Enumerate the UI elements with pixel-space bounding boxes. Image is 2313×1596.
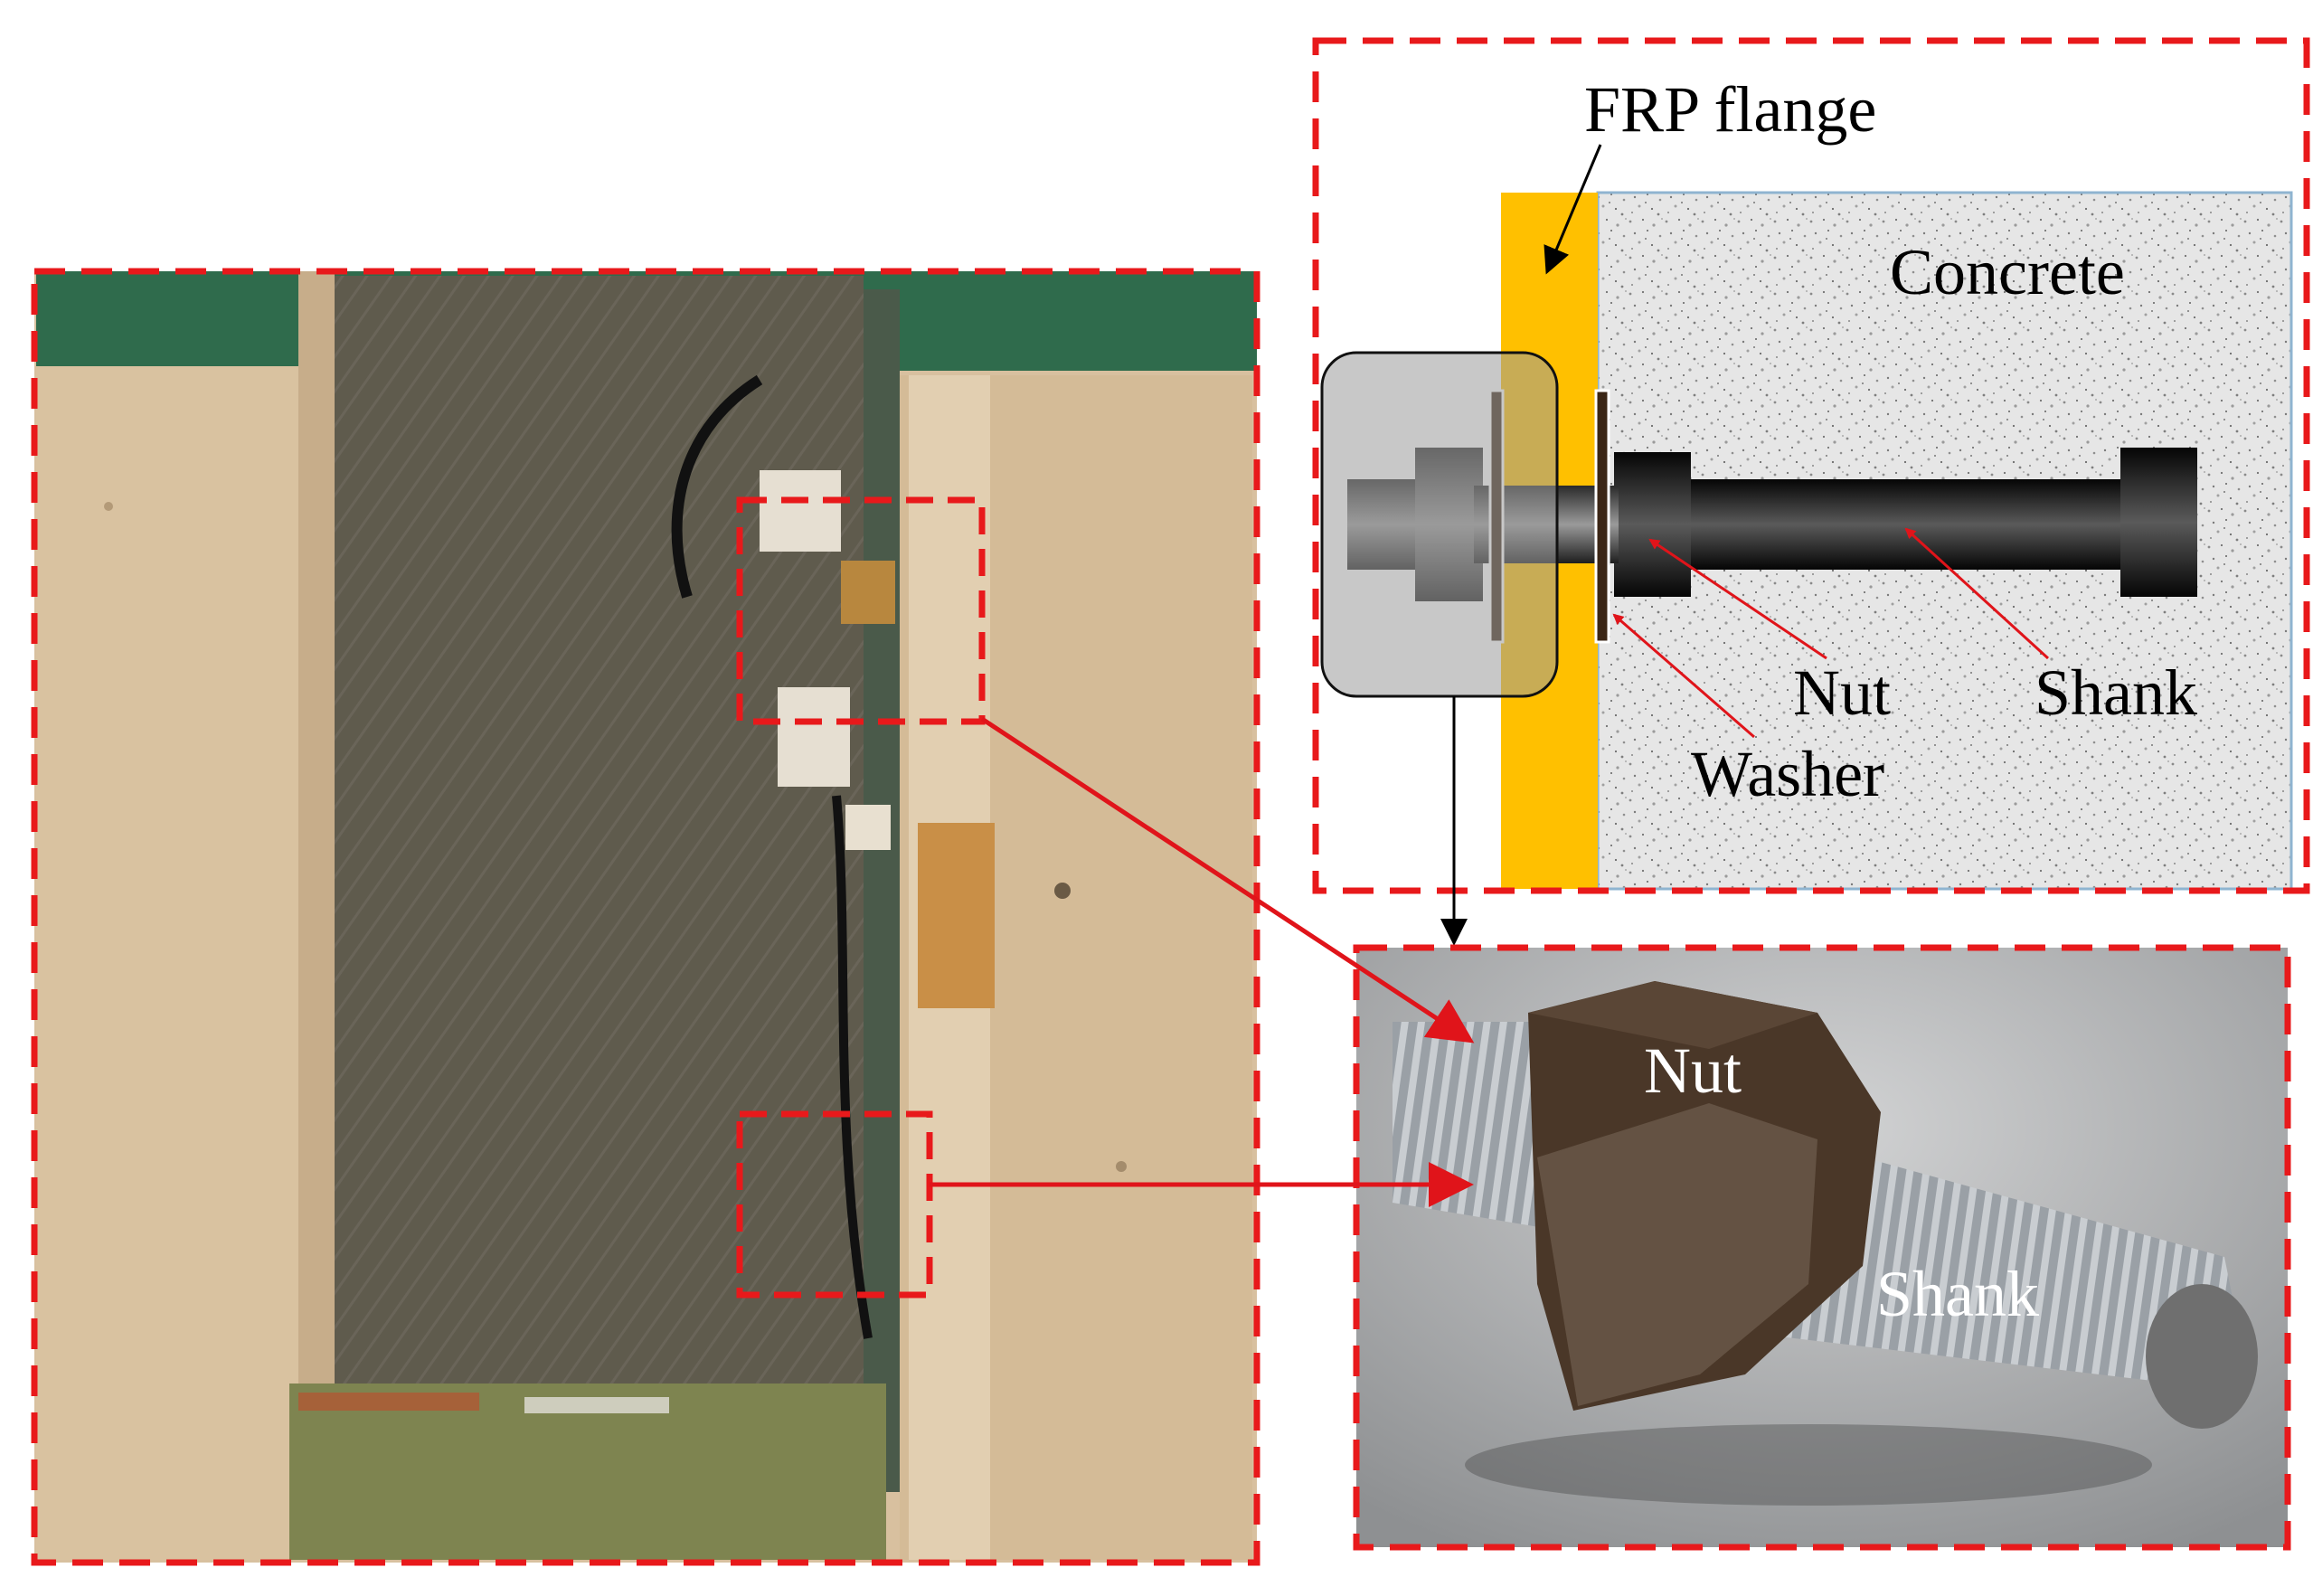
inner-washer [1594, 389, 1610, 644]
concrete-label: Concrete [1890, 236, 2125, 308]
nut-pointer [1648, 538, 1827, 660]
bolt-head-cap [1320, 351, 1559, 698]
callout-box-upper [736, 496, 986, 725]
fractured-bolt-photo [1356, 948, 2288, 1547]
washer-pointer [1612, 613, 1755, 739]
specimen-photo [34, 271, 1257, 1563]
nut-label-photo: Nut [1644, 1034, 1742, 1107]
shank-pointer [1904, 527, 2050, 660]
frp-flange-label: FRP flange [1584, 73, 1876, 146]
nut-label-diagram: Nut [1793, 656, 1891, 729]
bolt-photo-frame [1353, 944, 2291, 1551]
washer-label-diagram: Washer [1691, 738, 1884, 810]
connector-upper [980, 716, 1475, 1044]
shank-label-diagram: Shank [2034, 656, 2197, 729]
schematic-frame [1312, 37, 2310, 894]
left-photo-frame [31, 268, 1260, 1566]
callout-box-lower [736, 1110, 933, 1299]
shank-label-photo: Shank [1876, 1258, 2039, 1330]
frp-flange-pointer [1544, 144, 1602, 275]
